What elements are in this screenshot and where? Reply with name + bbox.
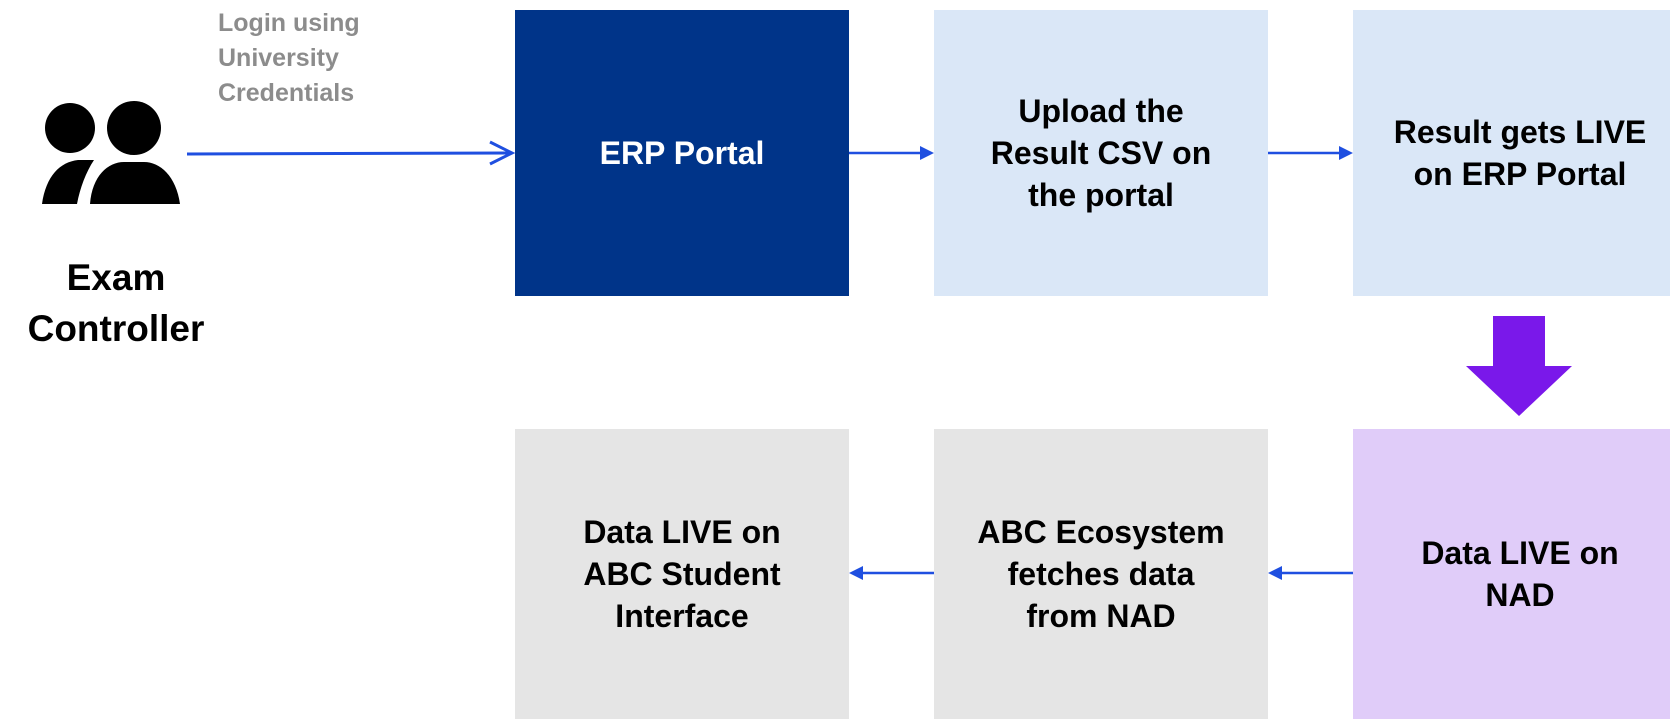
abc-fetch-label: ABC Ecosystem fetches data from NAD — [977, 514, 1225, 634]
users-icon — [42, 101, 180, 204]
upload-csv-label: Upload the Result CSV on the portal — [990, 93, 1212, 213]
abc-fetch-box: ABC Ecosystem fetches data from NAD — [934, 429, 1268, 719]
upload-csv-box: Upload the Result CSV on the portal — [934, 10, 1268, 296]
login-note: Login using University Credentials — [218, 9, 360, 107]
abc-to-student-arrow — [849, 566, 934, 580]
nad-to-abc-arrow — [1268, 566, 1353, 580]
data-live-nad-label: Data LIVE on NAD — [1421, 535, 1619, 613]
data-live-student-box: Data LIVE on ABC Student Interface — [515, 429, 849, 719]
erp-to-upload-arrow — [849, 146, 934, 160]
upload-to-live-arrow — [1268, 146, 1353, 160]
result-live-box: Result gets LIVE on ERP Portal — [1353, 10, 1670, 296]
data-live-student-label: Data LIVE on ABC Student Interface — [583, 514, 781, 634]
actor-label: Exam Controller — [27, 257, 205, 349]
result-live-label: Result gets LIVE on ERP Portal — [1393, 114, 1647, 192]
data-live-nad-box: Data LIVE on NAD — [1353, 429, 1670, 719]
down-arrow — [1466, 316, 1572, 416]
erp-portal-box: ERP Portal — [515, 10, 849, 296]
login-arrow — [186, 140, 516, 166]
erp-portal-label: ERP Portal — [599, 135, 765, 171]
